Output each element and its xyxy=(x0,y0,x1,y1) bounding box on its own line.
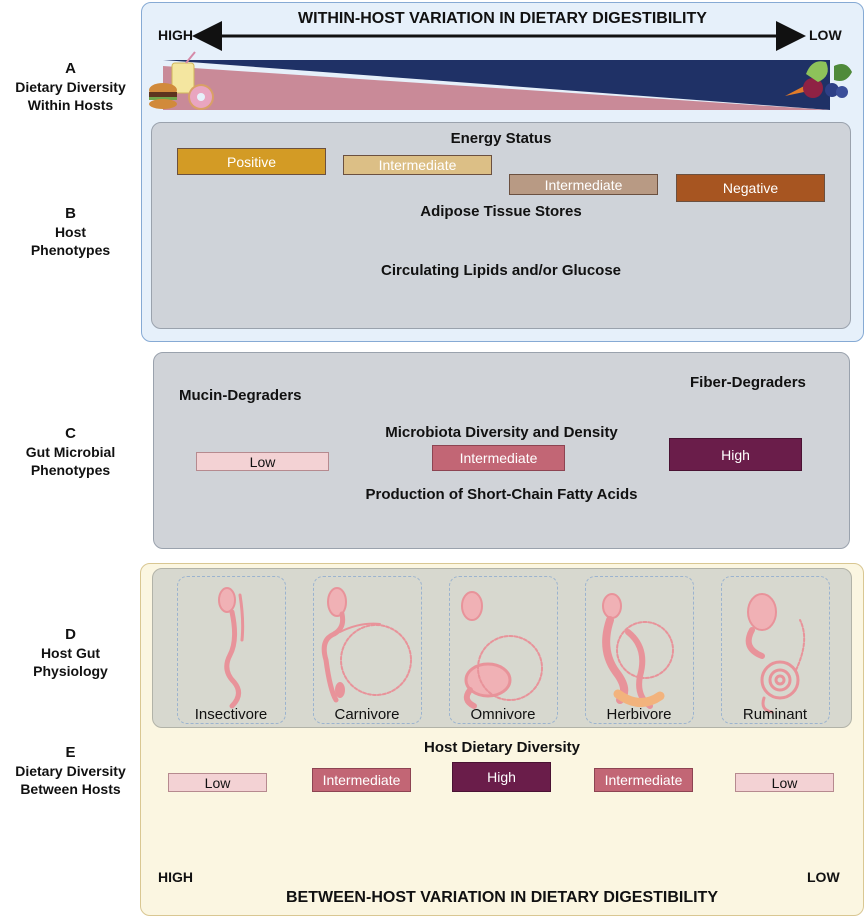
diversity-title: Microbiota Diversity and Density xyxy=(385,424,618,441)
gut-card-carnivore xyxy=(313,576,422,724)
gut-card-ruminant xyxy=(721,576,830,724)
section-a-line2: Within Hosts xyxy=(27,97,114,113)
junk-food-icon xyxy=(149,51,214,110)
header-low-label: LOW xyxy=(809,27,842,43)
section-d-label: D Host Gut Physiology xyxy=(0,626,141,680)
host-diet-high-box: High xyxy=(452,762,551,792)
host-dietary-diversity-title: Host Dietary Diversity xyxy=(424,739,580,756)
section-c-label: C Gut Microbial Phenotypes xyxy=(0,425,141,479)
gut-label-insectivore: Insectivore xyxy=(194,706,268,723)
diversity-low-box: Low xyxy=(196,452,329,471)
section-b-line2: Phenotypes xyxy=(30,242,111,258)
section-a-letter: A xyxy=(65,60,76,77)
fiber-degraders-label: Fiber-Degraders xyxy=(690,374,806,391)
section-d-line2: Physiology xyxy=(33,663,108,679)
host-diet-intermediate-right-box: Intermediate xyxy=(594,768,693,792)
section-a-label: A Dietary Diversity Within Hosts xyxy=(0,60,141,114)
footer-title: BETWEEN-HOST VARIATION IN DIETARY DIGEST… xyxy=(285,889,718,906)
section-c-line1: Gut Microbial xyxy=(25,444,116,460)
scfa-title: Production of Short-Chain Fatty Acids xyxy=(365,486,638,503)
footer-low-label: LOW xyxy=(807,869,840,885)
footer-high-label: HIGH xyxy=(158,869,193,885)
section-b-line1: Host xyxy=(54,224,87,240)
section-d-line1: Host Gut xyxy=(40,645,101,661)
carnivore-gut-icon xyxy=(321,587,412,703)
gut-physiology-panel xyxy=(152,568,852,728)
section-c-line2: Phenotypes xyxy=(30,462,111,478)
herbivore-gut-icon xyxy=(602,593,674,709)
diversity-intermediate-box: Intermediate xyxy=(432,445,565,471)
gut-label-herbivore: Herbivore xyxy=(606,706,672,723)
section-a-line1: Dietary Diversity xyxy=(15,79,126,95)
insectivore-gut-icon xyxy=(218,587,245,709)
section-d-letter: D xyxy=(65,626,76,643)
energy-intermediate-low-box: Intermediate xyxy=(509,174,658,195)
section-e-line1: Dietary Diversity xyxy=(15,763,126,779)
ruminant-gut-icon xyxy=(745,593,806,714)
energy-intermediate-high-box: Intermediate xyxy=(343,155,492,175)
section-b-letter: B xyxy=(65,205,76,222)
diversity-high-box: High xyxy=(669,438,802,471)
lipids-title: Circulating Lipids and/or Glucose xyxy=(380,262,622,279)
gut-label-carnivore: Carnivore xyxy=(334,706,400,723)
adipose-title: Adipose Tissue Stores xyxy=(420,203,582,220)
omnivore-gut-icon xyxy=(461,591,543,709)
host-diet-low-left-box: Low xyxy=(168,773,267,792)
energy-negative-box: Negative xyxy=(676,174,825,202)
host-diet-low-right-box: Low xyxy=(735,773,834,792)
high-digestibility-wedge xyxy=(163,66,830,110)
mucin-degraders-label: Mucin-Degraders xyxy=(179,387,302,404)
energy-positive-box: Positive xyxy=(177,148,326,175)
gut-label-ruminant: Ruminant xyxy=(742,706,808,723)
section-e-letter: E xyxy=(65,744,76,761)
gut-card-insectivore xyxy=(177,576,286,724)
section-e-line2: Between Hosts xyxy=(20,781,121,797)
gut-card-omnivore xyxy=(449,576,558,724)
gut-card-herbivore xyxy=(585,576,694,724)
header-high-label: HIGH xyxy=(158,27,193,43)
section-b-label: B Host Phenotypes xyxy=(0,205,141,259)
energy-status-title: Energy Status xyxy=(450,130,552,147)
section-c-letter: C xyxy=(65,425,76,442)
vegetables-icon xyxy=(785,61,852,98)
gut-label-omnivore: Omnivore xyxy=(470,706,536,723)
host-diet-intermediate-left-box: Intermediate xyxy=(312,768,411,792)
section-e-label: E Dietary Diversity Between Hosts xyxy=(0,744,141,798)
low-digestibility-wedge xyxy=(163,60,830,110)
